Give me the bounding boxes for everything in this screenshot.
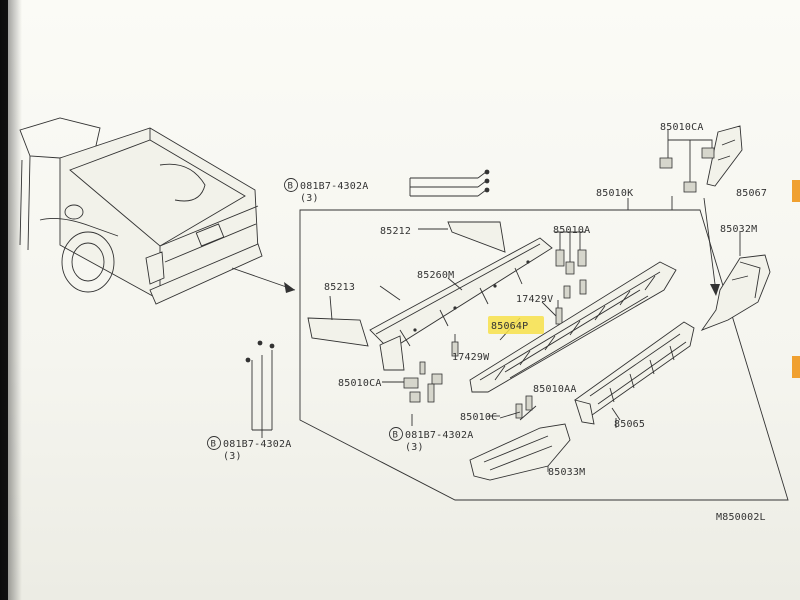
part-85032m (700, 197, 771, 331)
bolts-85010aa (499, 395, 533, 419)
bolt-symbol-left-text: B (211, 440, 217, 450)
bolt-group-mid (411, 383, 435, 426)
bolt-group-left (245, 340, 275, 438)
label-85033m: 85033M (548, 467, 585, 478)
sheet-edge-shadow (0, 0, 22, 600)
bolt-symbol-top: B (284, 178, 298, 192)
label-85067: 85067 (736, 188, 767, 199)
diagram-code: M850002L (716, 512, 766, 523)
label-bolt-left-qty: (3) (223, 451, 242, 462)
edge-tab-upper (792, 180, 800, 202)
part-85260m (369, 237, 553, 371)
label-85032m: 85032M (720, 224, 757, 235)
label-85010a: 85010A (553, 225, 590, 236)
bolt-symbol-mid-text: B (393, 431, 399, 441)
highlight-85064p (488, 316, 544, 334)
label-17429w: 17429W (452, 352, 490, 363)
label-85065: 85065 (614, 419, 645, 430)
label-17429v: 17429V (516, 294, 553, 305)
label-85260m: 85260M (417, 270, 454, 281)
label-85010aa: 85010AA (533, 384, 577, 395)
fastener-17429w (419, 334, 459, 375)
part-85065 (574, 321, 695, 425)
label-85213: 85213 (324, 282, 355, 293)
bolt-symbol-top-text: B (288, 182, 294, 192)
part-85033m (469, 423, 571, 481)
label-bolt-top-qty: (3) (300, 193, 319, 204)
fastener-17429v (555, 300, 563, 325)
bolt-symbol-left: B (207, 436, 221, 450)
edge-tab-lower (792, 356, 800, 378)
part-85064p (469, 261, 677, 393)
label-85212: 85212 (380, 226, 411, 237)
label-85010ca-top: 85010CA (660, 122, 704, 133)
clips-85010ca-top (659, 130, 715, 210)
bolt-symbol-mid: B (389, 427, 403, 441)
label-bolt-mid: 081B7-4302A (405, 430, 473, 441)
assembly-boundary (299, 209, 789, 501)
bracket-85067 (706, 125, 743, 187)
bolt-group-top (409, 169, 490, 197)
label-bolt-left: 081B7-4302A (223, 439, 291, 450)
truck-illustration (19, 117, 296, 305)
clips-85010ca-low (382, 373, 443, 403)
label-bolt-mid-qty: (3) (405, 442, 424, 453)
label-85010k: 85010K (596, 188, 633, 199)
part-85213 (307, 317, 369, 347)
bolts-85010a (555, 231, 587, 299)
label-bolt-top: 081B7-4302A (300, 181, 368, 192)
label-85010ca-low: 85010CA (338, 378, 382, 389)
label-85064p: 85064P (491, 321, 528, 332)
part-85212 (447, 221, 506, 253)
label-85010c: 85010C (460, 412, 497, 423)
